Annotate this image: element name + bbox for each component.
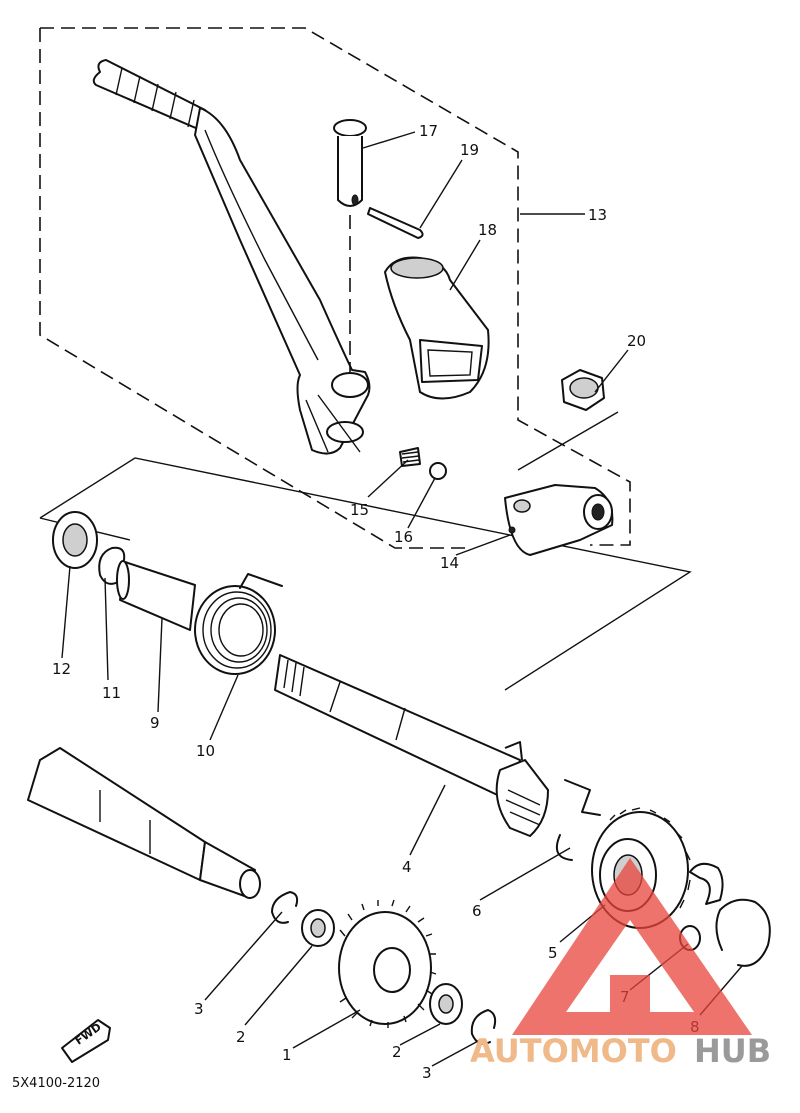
small-spring — [399, 447, 421, 467]
circlip-upper — [271, 891, 299, 924]
clip — [556, 779, 601, 861]
callout-17: 17 — [419, 122, 438, 140]
pivot-bolt — [333, 119, 367, 372]
callout-15: 15 — [350, 501, 369, 519]
washer-lower — [429, 983, 463, 1025]
kick-crank-arm — [92, 59, 371, 455]
watermark-triangle-logo — [512, 858, 752, 1035]
circlip-small — [98, 546, 126, 585]
circlip-large — [715, 898, 771, 967]
callout-2-lower: 2 — [392, 1043, 402, 1061]
oil-seal — [52, 511, 98, 569]
callout-14: 14 — [440, 554, 459, 572]
callout-9: 9 — [150, 714, 160, 732]
circlip-lower — [470, 1009, 497, 1045]
callout-13: 13 — [588, 206, 607, 224]
callout-1: 1 — [282, 1046, 292, 1064]
diagram-code: 5X4100-2120 — [12, 1076, 100, 1091]
primary-shaft — [27, 747, 261, 899]
spring-guide — [116, 560, 196, 631]
callout-3-upper: 3 — [194, 1000, 204, 1018]
kick-shaft-boss — [504, 484, 614, 556]
watermark-text-automoto: AUTOMOTO — [470, 1032, 677, 1070]
callout-2-upper: 2 — [236, 1028, 246, 1046]
kick-axle — [274, 654, 549, 837]
washer-upper — [301, 909, 335, 947]
watermark-text-hub: HUB — [694, 1032, 771, 1070]
torsion-spring — [194, 573, 283, 675]
callout-3-lower: 3 — [422, 1064, 432, 1082]
automotohub-watermark: AUTOMOTO HUB — [470, 858, 771, 1070]
callout-12: 12 — [52, 660, 71, 678]
steel-ball — [429, 462, 447, 480]
cotter-pin — [367, 207, 424, 239]
callout-10: 10 — [196, 742, 215, 760]
callout-20: 20 — [627, 332, 646, 350]
callout-4: 4 — [402, 858, 412, 876]
callout-11: 11 — [102, 684, 121, 702]
kick-idle-gear — [338, 899, 437, 1028]
shaft-group-outline — [39, 411, 692, 691]
callout-5: 5 — [548, 944, 558, 962]
callout-16: 16 — [394, 528, 413, 546]
callout-19: 19 — [460, 141, 479, 159]
kick-gear-washer — [689, 862, 724, 905]
callout-18: 18 — [478, 221, 497, 239]
kick-boss — [384, 256, 490, 400]
assembly-13-dashed-enclosure — [39, 27, 631, 549]
callout-6: 6 — [472, 902, 482, 920]
fwd-direction-marker: FWD — [61, 1019, 111, 1063]
hex-nut — [561, 369, 605, 411]
